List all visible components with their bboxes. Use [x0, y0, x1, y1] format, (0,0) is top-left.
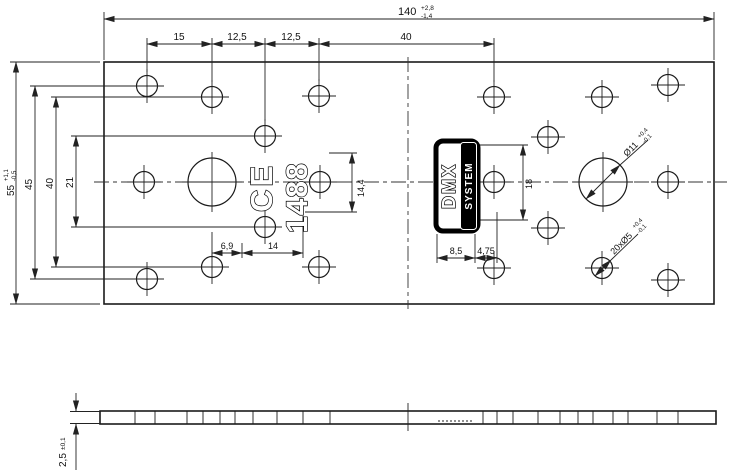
dim-8-5: 8,5: [450, 246, 463, 256]
dim-21: 21: [65, 176, 76, 188]
dim-chain-15: 15: [173, 32, 185, 43]
dim-6-9: 6,9: [221, 241, 234, 251]
dim-18: 18: [524, 179, 534, 189]
brand-badge: DMX SYSTEM: [433, 138, 481, 234]
dim-overall-width-tol-minus: -1,4: [421, 13, 433, 20]
dim-thickness-value: 2,5: [58, 453, 69, 467]
dim-thickness-group: 2,5 ±0,1: [58, 437, 69, 467]
dim-14-4: 14,4: [356, 179, 366, 197]
dim-overall-width-tol-plus: +2,8: [421, 5, 434, 12]
dim-40: 40: [45, 177, 56, 189]
side-view: 2,5 ±0,1: [58, 393, 717, 470]
dim-14: 14: [268, 241, 278, 251]
dim-line-dia5: [594, 259, 612, 277]
dim-chain-12-5b: 12,5: [281, 32, 301, 43]
dim-overall-height-tol-minus: -0,5: [12, 170, 18, 181]
brand-badge-system-strip: [460, 142, 477, 230]
dim-thickness-tol: ±0,1: [60, 437, 67, 450]
dimension-lines: [10, 12, 715, 305]
brand-name: DMX: [439, 163, 459, 209]
plate-outline: [103, 61, 715, 305]
leader-line: [610, 233, 639, 261]
dim-overall-width-value: 140: [398, 6, 416, 18]
dim-45: 45: [24, 178, 35, 190]
dim-overall-height-value: 55: [6, 184, 17, 196]
dim-4-75: 4,75: [477, 246, 495, 256]
certificate-number: 1488: [281, 162, 314, 233]
dim-chain-12-5a: 12,5: [227, 32, 247, 43]
leader-line: [619, 139, 649, 166]
brand-subtitle: SYSTEM: [464, 162, 475, 209]
hole-pattern: [127, 68, 685, 297]
dim-line-dia11: [585, 164, 621, 200]
dim-chain-40: 40: [400, 32, 412, 43]
ce-mark: CE: [244, 163, 279, 212]
side-view-hole-edges: [134, 411, 679, 424]
dim-overall-height-tol-plus: +1,1: [4, 168, 10, 181]
